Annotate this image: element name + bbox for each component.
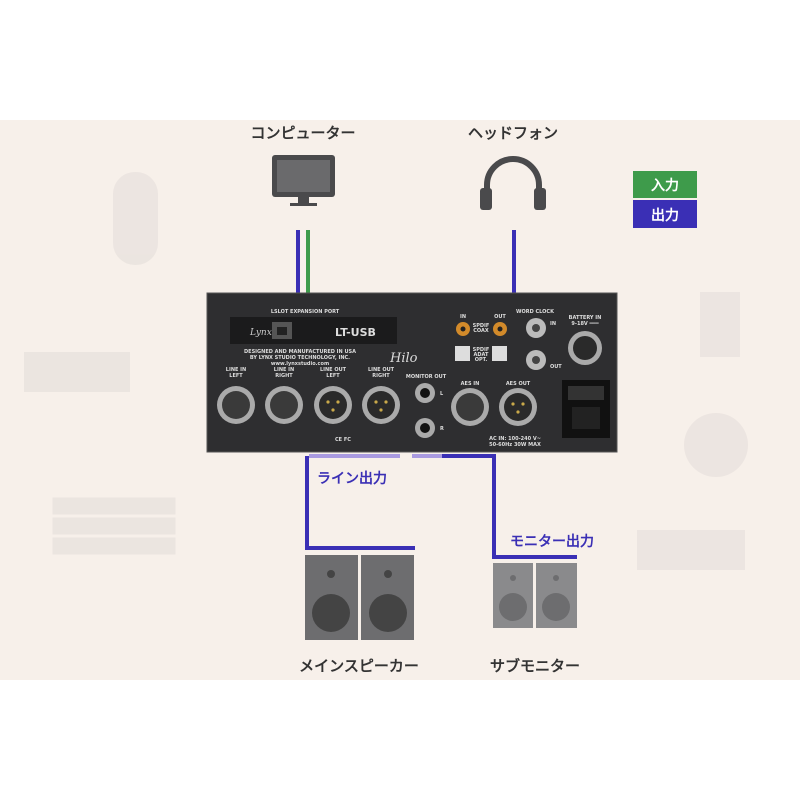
sub-monitor-icon: [493, 563, 577, 628]
faded-rack-unit: [51, 536, 177, 556]
headphone-icon: [480, 156, 546, 210]
faded-rack-unit: [51, 516, 177, 536]
aes-in-label: AES IN: [461, 381, 480, 387]
line-out-right-label: RIGHT: [372, 373, 390, 379]
svg-text:ADAT: ADAT: [474, 352, 490, 358]
card-brand: Lynx: [249, 328, 272, 338]
made-in-line-2: BY LYNX STUDIO TECHNOLOGY, INC.: [250, 355, 350, 361]
line-out-right-label: LINE OUT: [368, 367, 395, 373]
optical-out: [492, 346, 507, 361]
computer-label: コンピューター: [250, 124, 355, 142]
faded-device: [700, 292, 740, 357]
mon-r-label: R: [440, 426, 444, 432]
line-in-right-label: LINE IN: [274, 367, 294, 373]
spdif-in-label: IN: [460, 314, 466, 320]
slot-title: LSLOT EXPANSION PORT: [271, 309, 340, 315]
line-out-label: ライン出力: [317, 470, 387, 487]
hilo-rear-panel: LSLOT EXPANSION PORT Lynx LT-USB DESIGNE…: [206, 292, 618, 453]
faded-speaker-icon: [684, 413, 748, 477]
optical-in: [455, 346, 470, 361]
line-in-left-label: LINE IN: [226, 367, 246, 373]
main-speaker-icon: [305, 555, 414, 640]
monitor-out-label: モニター出力: [510, 533, 594, 550]
aes-out-label: AES OUT: [506, 381, 531, 387]
made-in-line-1: DESIGNED AND MANUFACTURED IN USA: [244, 349, 356, 355]
lt-usb-card: [230, 317, 397, 344]
svg-text:SPDIF: SPDIF: [473, 347, 490, 353]
svg-text:OPT.: OPT.: [475, 357, 488, 363]
line-out-left-label: LEFT: [326, 373, 340, 379]
line-in-left-label: LEFT: [229, 373, 243, 379]
svg-text:OUT: OUT: [550, 364, 562, 370]
panel-body: [206, 292, 618, 453]
xlr-connectors: [217, 386, 537, 426]
line-out-wire: [305, 454, 415, 550]
card-model: LT-USB: [335, 326, 376, 339]
sub-monitor-label: サブモニター: [490, 657, 580, 675]
faded-rack-unit: [51, 496, 177, 516]
spdif-out-label: OUT: [494, 314, 506, 320]
svg-text:9-18V ═══: 9-18V ═══: [571, 321, 599, 327]
headphone-label: ヘッドフォン: [468, 124, 558, 142]
faded-device: [24, 352, 130, 392]
monitor-out-wire: [412, 454, 577, 559]
legend-input-label: 入力: [651, 177, 679, 194]
battery-in-label: BATTERY IN: [569, 315, 602, 321]
faded-device: [637, 530, 745, 570]
legend-output-label: 出力: [651, 207, 679, 224]
model-logo: Hilo: [389, 351, 418, 366]
ac-spec: 50-60Hz 30W MAX: [489, 442, 541, 448]
faded-mic-icon: [113, 172, 158, 265]
computer-icon: [272, 155, 335, 206]
svg-text:IN: IN: [550, 321, 556, 327]
power-switch: [568, 386, 604, 400]
certification-marks: CE FC: [335, 437, 351, 443]
word-clock-label: WORD CLOCK: [516, 309, 555, 315]
line-in-right-label: RIGHT: [275, 373, 293, 379]
legend-input-swatch: [633, 171, 697, 198]
website: www.lynxstudio.com: [271, 361, 329, 367]
svg-text:SPDIF: SPDIF: [473, 323, 490, 329]
mon-l-label: L: [440, 391, 444, 397]
legend-output-swatch: [633, 200, 697, 228]
svg-text:COAX: COAX: [473, 328, 489, 334]
main-speaker-label: メインスピーカー: [299, 657, 419, 675]
line-out-left-label: LINE OUT: [320, 367, 347, 373]
monitor-out-label: MONITOR OUT: [406, 374, 447, 380]
faded-devices: [24, 172, 748, 570]
ac-spec: AC IN: 100-240 V~: [489, 436, 541, 442]
